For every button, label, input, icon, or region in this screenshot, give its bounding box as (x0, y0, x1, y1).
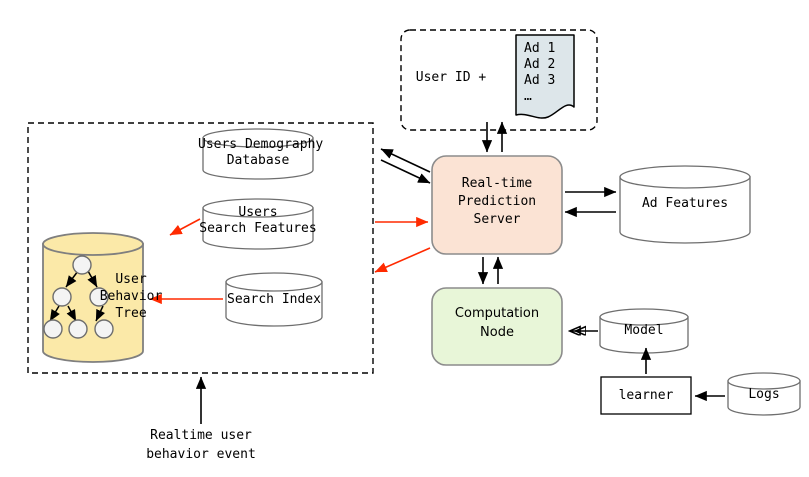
learner (600, 376, 692, 415)
search-index (225, 272, 323, 327)
user-data-store-group (27, 122, 374, 374)
model (599, 308, 689, 354)
ad-features (619, 165, 751, 244)
users-demography-database (202, 128, 314, 180)
edge-server-to-ad-document (481, 121, 508, 153)
request-response-group (400, 29, 598, 131)
edge-server-to-computation-node (477, 256, 504, 285)
edge-server-to-ad-features (564, 186, 617, 218)
computation-node[interactable] (431, 287, 563, 366)
real-time-prediction-server[interactable] (431, 155, 563, 255)
edge-search-features-to-behavior-tree (169, 218, 201, 236)
users-search-features (202, 198, 314, 250)
logs (727, 372, 801, 416)
edge-demography-to-server (380, 148, 431, 184)
behavior-tree-nodes (43, 255, 114, 339)
ad-list-document (515, 34, 575, 119)
behavior-tree-edges (49, 270, 106, 322)
user-behavior-tree (42, 232, 144, 363)
edge-server-to-search-index (374, 247, 431, 273)
